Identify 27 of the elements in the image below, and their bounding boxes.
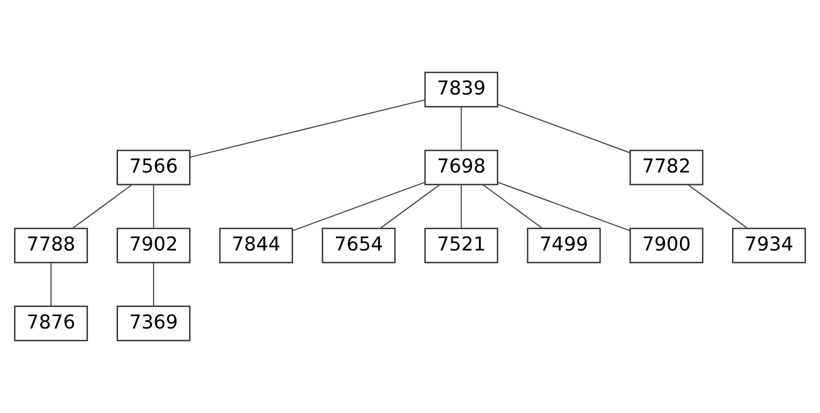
node-box: 7844 bbox=[219, 228, 294, 264]
connector bbox=[688, 184, 748, 229]
connector bbox=[498, 182, 630, 232]
node-box: 7876 bbox=[14, 306, 88, 342]
node-box: 7934 bbox=[732, 228, 806, 264]
node-box: 7654 bbox=[322, 228, 396, 264]
node-box: 7369 bbox=[116, 306, 190, 342]
node-box: 7902 bbox=[116, 228, 190, 264]
connector bbox=[153, 184, 154, 228]
node-box: 7782 bbox=[630, 150, 704, 186]
node-box: 7788 bbox=[14, 228, 88, 264]
connector bbox=[153, 262, 154, 306]
node-box: 7839 bbox=[424, 72, 498, 108]
node-box: 7900 bbox=[630, 228, 704, 264]
connector bbox=[190, 99, 425, 158]
connector bbox=[380, 184, 440, 229]
connector bbox=[460, 106, 462, 150]
connector bbox=[498, 104, 630, 154]
connector bbox=[460, 184, 462, 228]
connector bbox=[482, 184, 542, 229]
connector bbox=[72, 184, 132, 229]
node-box: 7499 bbox=[526, 228, 601, 264]
node-box: 7521 bbox=[424, 228, 498, 264]
node-box: 7698 bbox=[424, 150, 498, 186]
connector bbox=[292, 182, 425, 232]
connector bbox=[50, 262, 52, 306]
node-box: 7566 bbox=[116, 150, 190, 186]
